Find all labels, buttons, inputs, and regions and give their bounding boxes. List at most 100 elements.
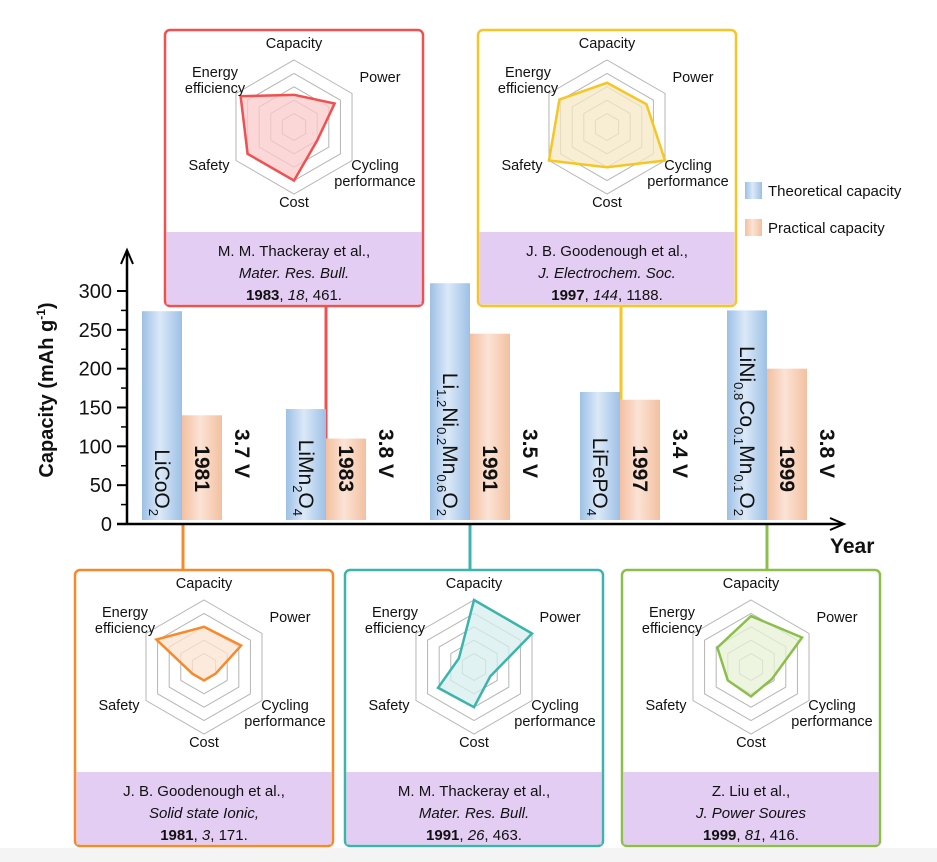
citation-authors: Z. Liu et al., xyxy=(712,783,790,800)
radar-axis-label: Power xyxy=(672,70,713,86)
formula-part: Ni xyxy=(438,407,461,427)
formula-subscript: 0.6 xyxy=(434,474,449,492)
legend-label-theoretical: Theoretical capacity xyxy=(768,183,902,200)
radar-axis-label-line: efficiency xyxy=(185,81,246,97)
citation-year: 1997 xyxy=(551,287,584,304)
formula-subscript: 2 xyxy=(290,485,305,492)
citation-band xyxy=(479,232,735,305)
y-axis-label: Capacity (mAh g-1) xyxy=(34,302,58,477)
y-tick-label: 250 xyxy=(79,320,112,342)
bar-practical-1 xyxy=(326,438,366,520)
y-tick-label: 100 xyxy=(79,436,112,458)
axes: Year Capacity (mAh g-1) 0501001502002503… xyxy=(34,247,874,558)
formula-subscript: 0.1 xyxy=(731,427,746,445)
bar-theoretical-2 xyxy=(430,283,470,520)
bar-theoretical-1 xyxy=(286,409,326,520)
formula-part: Mn xyxy=(735,445,758,474)
radar-axis-label: Safety xyxy=(98,698,140,714)
radar-axis-label-line: efficiency xyxy=(642,621,703,637)
radar-axis-label-line: Energy xyxy=(649,605,696,621)
radar-axis-label: Capacity xyxy=(579,36,636,52)
citation-pages: 416. xyxy=(770,827,799,844)
formula-part: LiFePO xyxy=(588,438,611,509)
radar-axis-label: Power xyxy=(816,610,857,626)
formula-part: Co xyxy=(150,466,173,493)
formula-part: Co xyxy=(735,400,758,427)
radar-axis-label: Capacity xyxy=(446,576,503,592)
bar-year-label: 1991 xyxy=(478,445,501,492)
bar-voltage-label: 3.7 V xyxy=(230,429,253,478)
radar-data-polygon xyxy=(239,93,337,183)
bar-practical-0 xyxy=(182,415,222,520)
citation-volume: 18 xyxy=(288,287,305,304)
citation-journal: Mater. Res. Bull. xyxy=(239,265,349,282)
radar-axis-label: Cost xyxy=(459,735,489,751)
radar-axis-label-line: Cycling xyxy=(351,158,399,174)
citation-sep: , xyxy=(618,287,626,304)
bar-practical-4 xyxy=(767,368,807,520)
legend-swatch-theoretical xyxy=(745,182,762,199)
y-tick-label: 200 xyxy=(79,359,112,381)
legend-swatch-practical xyxy=(745,219,762,236)
citation-volume: 26 xyxy=(467,827,485,844)
formula-part: O xyxy=(438,492,461,508)
citation-details: 1983, 18, 461. xyxy=(246,287,342,304)
citation-volume: 81 xyxy=(745,827,762,844)
formula-part: LiMn xyxy=(294,440,317,486)
y-tick-label: 300 xyxy=(79,281,112,303)
formula-part: LiNi xyxy=(735,346,758,382)
citation-journal: J. Electrochem. Soc. xyxy=(537,265,676,282)
citation-sep: , xyxy=(585,287,593,304)
citation-volume: 144 xyxy=(593,287,618,304)
x-axis-label: Year xyxy=(830,535,874,558)
legend: Theoretical capacity Practical capacity xyxy=(745,182,902,237)
bar-formula-label: LiMn2O4 xyxy=(290,440,317,516)
radar-data-polygon xyxy=(715,614,804,699)
radar-axis-label-line: Cycling xyxy=(664,158,712,174)
formula-subscript: 1.2 xyxy=(434,389,449,407)
y-tick-label: 50 xyxy=(90,475,112,497)
radar-data-polygon xyxy=(547,81,667,169)
formula-subscript: 2 xyxy=(146,509,161,516)
citation-sep: , xyxy=(194,827,202,844)
citation-year: 1991 xyxy=(426,827,459,844)
citation-pages: 461. xyxy=(313,287,342,304)
citation-details: 1981, 3, 171. xyxy=(160,827,248,844)
bar-formula-label: LiNi0.8Co0.1Mn0.1O2 xyxy=(731,346,758,516)
y-axis-arrow xyxy=(120,247,134,265)
radar-axis-label-line: performance xyxy=(244,714,325,730)
radar-axis-label: Cost xyxy=(189,735,219,751)
citation-authors: J. B. Goodenough et al., xyxy=(123,783,285,800)
radar-axis-label: Power xyxy=(359,70,400,86)
radar-grid-ring xyxy=(235,59,353,195)
bar-voltage-label: 3.8 V xyxy=(374,429,397,478)
radar-axis-label: Cost xyxy=(592,195,622,211)
formula-part: Mn xyxy=(438,445,461,474)
radar-axis-label: Safety xyxy=(501,158,543,174)
formula-subscript: 0.1 xyxy=(731,474,746,492)
formula-part: O xyxy=(150,492,173,508)
citation-sep: , xyxy=(761,827,769,844)
citation-details: 1999, 81, 416. xyxy=(703,827,799,844)
radar-axis-label-line: Energy xyxy=(372,605,419,621)
formula-subscript: 4 xyxy=(584,509,599,516)
radar-axis-label: Capacity xyxy=(266,36,323,52)
radar-axis-label: Capacity xyxy=(723,576,780,592)
formula-part: O xyxy=(294,492,317,508)
x-axis-arrow xyxy=(829,517,847,531)
citation-pages: 171. xyxy=(219,827,248,844)
bar-practical-2 xyxy=(470,333,510,520)
bar-theoretical-4 xyxy=(727,310,767,520)
citation-pages: 463. xyxy=(493,827,522,844)
radar-axis-label-line: Cycling xyxy=(261,698,309,714)
